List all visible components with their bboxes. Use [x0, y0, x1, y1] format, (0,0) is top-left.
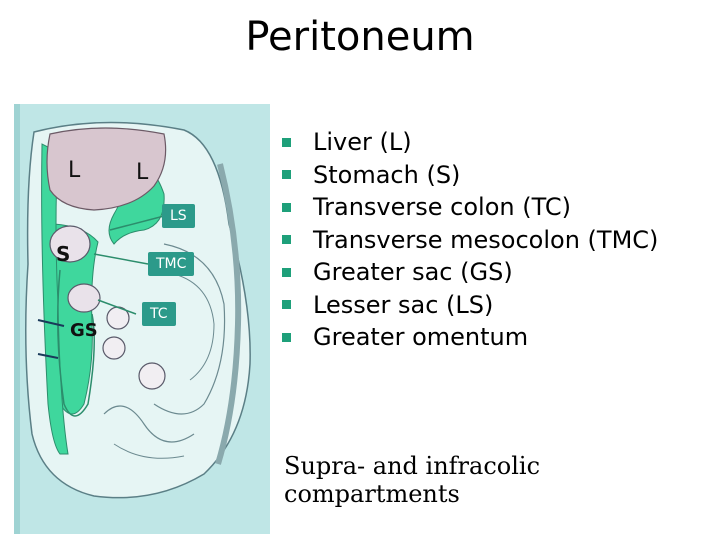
- liver-shape: [46, 127, 167, 211]
- bullet-text: Stomach (S): [313, 160, 461, 189]
- stomach-shape: [49, 225, 91, 263]
- callout-transverse-colon: TC: [142, 302, 176, 326]
- label-greater-sac: GS: [70, 320, 98, 341]
- bullet-list: Liver (L) Stomach (S) Transverse colon (…: [282, 126, 658, 354]
- bullet-item: Greater sac (GS): [282, 256, 658, 289]
- label-liver-left: L: [68, 158, 81, 183]
- bullet-item: Transverse colon (TC): [282, 191, 658, 224]
- bullet-text: Transverse mesocolon (TMC): [313, 225, 659, 254]
- bullet-text: Lesser sac (LS): [313, 290, 494, 319]
- bullet-square-icon: [282, 300, 291, 310]
- subtitle: Supra- and infracolic compartments: [284, 452, 541, 508]
- bullet-item: Stomach (S): [282, 159, 658, 192]
- bullet-square-icon: [282, 137, 291, 147]
- bullet-item: Transverse mesocolon (TMC): [282, 224, 658, 257]
- bullet-square-icon: [282, 202, 291, 212]
- bullet-item: Greater omentum: [282, 321, 658, 354]
- callout-lesser-sac: LS: [162, 204, 195, 228]
- bullet-square-icon: [282, 332, 291, 342]
- slide-title: Peritoneum: [245, 14, 475, 60]
- bullet-text: Liver (L): [313, 128, 412, 157]
- bullet-square-icon: [282, 170, 291, 180]
- label-liver-right: L: [136, 160, 149, 185]
- label-stomach: S: [56, 242, 71, 266]
- bullet-text: Transverse colon (TC): [313, 193, 571, 222]
- bullet-square-icon: [282, 235, 291, 245]
- callout-transverse-mesocolon: TMC: [148, 252, 195, 276]
- bullet-item: Liver (L): [282, 126, 658, 159]
- transverse-colon-shape: [67, 283, 101, 313]
- bullet-text: Greater sac (GS): [313, 258, 513, 287]
- bullet-square-icon: [282, 267, 291, 277]
- peritoneum-diagram: L L S GS LS TMC TC: [14, 104, 270, 534]
- bullet-item: Lesser sac (LS): [282, 289, 658, 322]
- bullet-text: Greater omentum: [313, 323, 529, 352]
